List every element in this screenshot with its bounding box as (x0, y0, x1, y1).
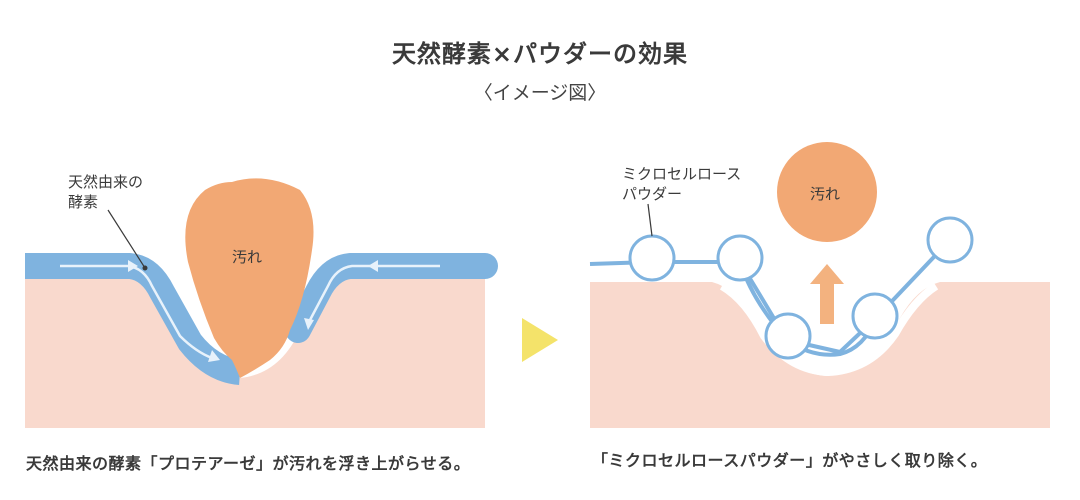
diagram-title: 天然酵素×パウダーの効果 (391, 40, 689, 68)
flow-arrowhead (304, 318, 314, 330)
powder-label-line: ミクロセルロース (622, 165, 742, 183)
right-dirt-circle (777, 142, 877, 242)
powder-particle (851, 292, 899, 340)
flow-arrowhead (128, 260, 138, 272)
left-panel-illustration (25, 178, 498, 428)
enzyme-label-pointer (107, 209, 146, 269)
enzyme-label-pointer-dot (142, 265, 148, 271)
enzyme-flow-line (308, 264, 440, 321)
powder-label: ミクロセルロース パウダー (622, 164, 741, 204)
right-groove (719, 282, 939, 377)
enzyme-label: 天然由来の 酵素 (68, 172, 143, 212)
left-dirt-blob (185, 178, 314, 378)
flow-arrowhead (208, 350, 220, 362)
diagram-subtitle: 〈イメージ図〉 (473, 82, 607, 104)
left-skin (25, 278, 485, 428)
right-caption: 「ミクロセルロースパウダー」がやさしく取り除く。 (592, 451, 988, 470)
powder-label-line: パウダー (622, 185, 683, 203)
right-panel-illustration (589, 142, 1050, 428)
enzyme-label-line: 天然由来の (68, 173, 144, 191)
powder-particle (628, 234, 676, 282)
transition-arrow (522, 318, 558, 362)
left-caption: 天然由来の酵素「プロテアーゼ」が汚れを浮き上がらせる。 (26, 454, 471, 473)
powder-label-pointer (647, 203, 653, 237)
powder-particle (926, 216, 974, 264)
enzyme-label-line: 酵素 (68, 193, 99, 211)
left-dirt-label: 汚れ (232, 248, 263, 266)
lift-arrow-shaft (820, 282, 834, 324)
right-skin (590, 282, 1050, 428)
flow-arrowhead (368, 260, 378, 272)
lift-arrow-head (810, 264, 844, 284)
right-dirt-label: 汚れ (810, 185, 841, 203)
powder-particle (716, 234, 764, 282)
powder-particle (764, 312, 812, 360)
